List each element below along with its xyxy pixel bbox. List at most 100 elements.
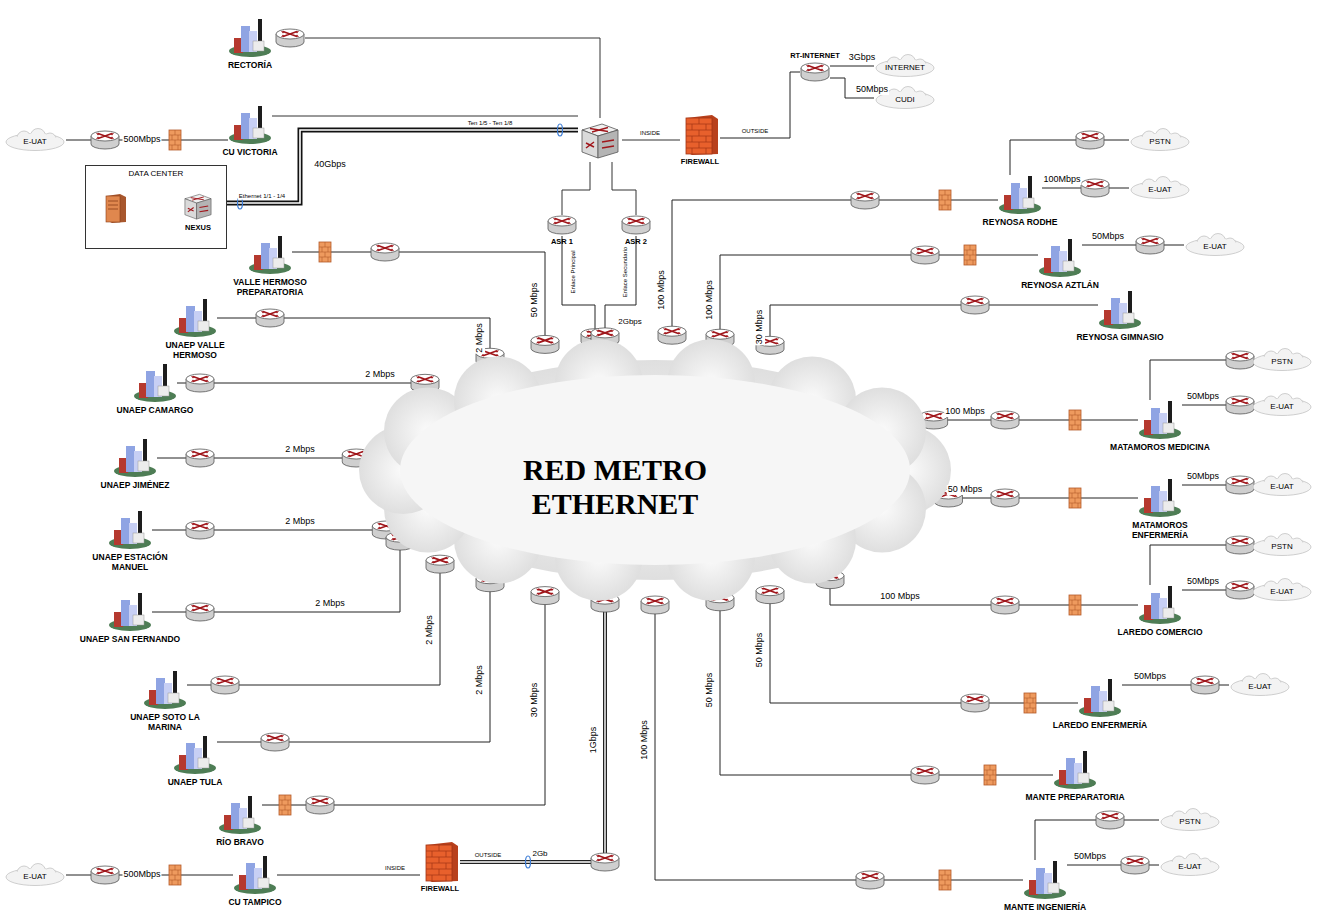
bandwidth-label: Enlace Principal [570, 249, 577, 294]
bandwidth-label: 2 Mbps [284, 445, 316, 455]
port-label: INSIDE [384, 865, 406, 872]
building-icon [248, 235, 292, 275]
nexus-switch: NEXUS [180, 190, 216, 233]
cloud: INTERNET [874, 54, 936, 78]
node-label: UNAEP CAMARGO [117, 405, 194, 415]
bandwidth-label: 2 Mbps [425, 614, 435, 646]
edge-router [641, 596, 669, 614]
campus-site: MATAMOROS ENFERMERÍA [1108, 478, 1213, 540]
node-label: UNAEP SAN FERNANDO [80, 634, 180, 644]
building-icon [108, 510, 152, 550]
campus-site: MANTE INGENIERÍA [1004, 860, 1086, 912]
link-line [262, 596, 545, 805]
firewall: FIREWALL [420, 841, 460, 894]
node-label: E-UAT [23, 137, 46, 146]
port-label: 2Gb [531, 850, 548, 859]
edge-router [658, 326, 686, 344]
bandwidth-label: 500Mbps [122, 870, 161, 880]
bandwidth-label: 2 Mbps [284, 517, 316, 527]
link-line [720, 602, 1053, 775]
node-label: ASR 1 [551, 237, 573, 246]
link-line [934, 420, 1138, 421]
bandwidth-label: 100 Mbps [944, 407, 986, 417]
link-line [770, 595, 1078, 703]
node-label: DATA CENTER [86, 169, 226, 178]
node-label: UNAEP JIMÉNEZ [101, 480, 170, 490]
cloud: E-UAT [4, 128, 66, 152]
trunk-40g-core [226, 130, 578, 203]
data-center-box: DATA CENTER NEXUS [85, 165, 227, 249]
node-label: REYNOSA RODHE [983, 217, 1058, 227]
building-icon [1078, 678, 1122, 718]
trunk-40g [226, 130, 578, 203]
node-label: MATAMOROS MEDICINA [1110, 442, 1210, 452]
campus-site: CU TAMPICO [228, 855, 281, 907]
node-label: E-UAT [23, 872, 46, 881]
cloud: E-UAT [1251, 393, 1313, 417]
building-icon [1138, 585, 1182, 625]
link-line [562, 236, 595, 338]
link-line [152, 541, 400, 612]
building-icon [1023, 860, 1067, 900]
bandwidth-label: 50 Mbps [755, 632, 765, 669]
bandwidth-label: 50Mbps [1133, 672, 1167, 682]
node-label: E-UAT [1248, 682, 1271, 691]
bandwidth-label: 2 Mbps [475, 664, 485, 696]
campus-site: UNAEP SAN FERNANDO [80, 592, 180, 644]
router-icon [621, 214, 651, 236]
campus-site: LAREDO ENFERMERÍA [1053, 678, 1147, 730]
node-label: E-UAT [1178, 862, 1201, 871]
node-label: REYNOSA GIMNASIO [1076, 332, 1163, 342]
node-label: LAREDO ENFERMERÍA [1053, 720, 1147, 730]
link-line [187, 564, 440, 685]
campus-site: UNAEP CAMARGO [117, 363, 194, 415]
port-label: INSIDE [639, 130, 661, 137]
node-label: RED METRO ETHERNET [495, 453, 735, 521]
port-label: OUTSIDE [741, 128, 770, 135]
bandwidth-label: 50Mbps [1091, 232, 1125, 242]
bandwidth-label: 30 Mbps [755, 309, 765, 346]
bandwidth-label: 100Mbps [1042, 175, 1081, 185]
node-label: PSTN [1179, 817, 1200, 826]
node-label: VALLE HERMOSO PREPARATORIA [218, 277, 323, 297]
bandwidth-label: Enlace Secundario [622, 246, 629, 298]
campus-site: UNAEP VALLE HERMOSO [143, 298, 248, 360]
router: RT-INTERNET [790, 50, 840, 83]
link-line [1082, 245, 1184, 246]
node-label: ASR 2 [625, 237, 647, 246]
building-icon [1053, 750, 1097, 790]
server-icon [104, 192, 128, 224]
node-label: E-UAT [1270, 587, 1293, 596]
router-icon [547, 214, 577, 236]
bandwidth-label: 100 Mbps [657, 269, 667, 311]
building-icon [233, 855, 277, 895]
cloud: E-UAT [1159, 853, 1221, 877]
campus-site: REYNOSA GIMNASIO [1076, 290, 1163, 342]
campus-site: LAREDO COMERCIO [1118, 585, 1203, 637]
node-label: INTERNET [885, 63, 925, 72]
link-line [770, 305, 1098, 345]
port-label: Ten 1/5 - Ten 1/8 [467, 120, 514, 127]
building-icon [1098, 290, 1142, 330]
bandwidth-label: 50Mbps [855, 85, 889, 95]
trunk-lines [272, 38, 680, 215]
router-icon [800, 61, 830, 83]
building-icon [998, 175, 1042, 215]
campus-site: UNAEP SOTO LA MARINA [113, 670, 218, 732]
bandwidth-label: 50Mbps [1186, 577, 1220, 587]
bandwidth-label: 2 Mbps [314, 599, 346, 609]
firewall-icon [420, 841, 460, 883]
firewall: FIREWALL [680, 114, 720, 167]
node-label: E-UAT [1203, 242, 1226, 251]
building-icon [113, 438, 157, 478]
building-icon [1138, 478, 1182, 518]
bandwidth-label: 50Mbps [1186, 392, 1220, 402]
edge-router [531, 335, 559, 353]
routers [91, 29, 1254, 889]
node-label: PSTN [1149, 137, 1170, 146]
node-label: NEXUS [185, 223, 211, 232]
bandwidth-label: 2 Mbps [364, 370, 396, 380]
building-icon [108, 592, 152, 632]
node-label: UNAEP SOTO LA MARINA [113, 712, 218, 732]
bandwidth-label: 1Gbps [589, 726, 599, 755]
